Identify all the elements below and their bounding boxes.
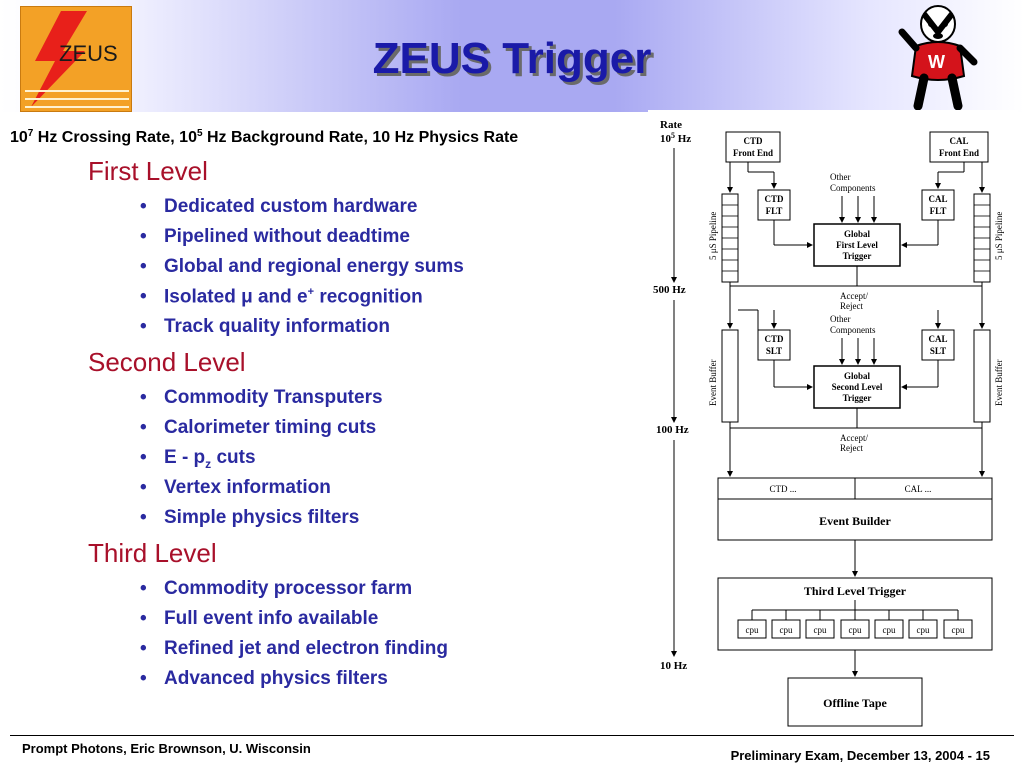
svg-text:cpu: cpu [917, 625, 930, 635]
rate-10hz: 10 Hz [660, 660, 687, 672]
svg-text:Second Level: Second Level [832, 382, 883, 392]
rate-100hz: 100 Hz [656, 424, 689, 436]
rate-label: Rate [660, 119, 682, 131]
cpu-box [874, 619, 904, 639]
cpu-box [908, 619, 938, 639]
svg-text:CAL: CAL [928, 194, 947, 204]
svg-text:Offline Tape: Offline Tape [823, 696, 887, 710]
svg-text:Front End: Front End [939, 148, 979, 158]
svg-text:CTD: CTD [764, 194, 784, 204]
svg-text:W: W [928, 52, 945, 72]
zeus-logo: ZEUS [20, 6, 132, 112]
cpu-box [737, 619, 767, 639]
lightning-bolt-icon [25, 11, 129, 108]
svg-text:Trigger: Trigger [843, 393, 872, 403]
svg-text:Third Level Trigger: Third Level Trigger [804, 584, 907, 598]
rate-top-label: 105 Hz [660, 131, 691, 145]
ctd-flt-box [757, 189, 791, 221]
svg-text:Front End: Front End [733, 148, 773, 158]
rates-subtitle: 107 Hz Crossing Rate, 105 Hz Background … [10, 128, 519, 146]
cpu-box [840, 619, 870, 639]
bullet-item: •Isolated μ and e+ recognition [140, 286, 423, 308]
svg-text:Global: Global [844, 371, 871, 381]
bullet-item: •Pipelined without deadtime [140, 226, 410, 247]
other-components-2: Components [830, 183, 876, 193]
cal-flt-box [921, 189, 955, 221]
svg-text:FLT: FLT [766, 206, 783, 216]
svg-text:First Level: First Level [836, 240, 878, 250]
svg-text:Other: Other [830, 314, 851, 324]
trigger-diagram: Rate 105 Hz 500 Hz 100 Hz 10 Hz CTD Fron… [648, 110, 1018, 735]
badger-mascot-icon: W [898, 5, 978, 110]
event-buffer-label-right: Event Buffer [994, 359, 1004, 406]
svg-text:cpu: cpu [780, 625, 793, 635]
svg-text:Components: Components [830, 325, 876, 335]
header-band [0, 0, 1024, 112]
bullet-item: •Simple physics filters [140, 507, 360, 528]
bullet-item: •Global and regional energy sums [140, 256, 464, 277]
ctd-event-buffer [721, 329, 739, 423]
first-level-heading: First Level [88, 156, 208, 186]
svg-text:SLT: SLT [930, 346, 946, 356]
rate-500hz: 500 Hz [653, 284, 686, 296]
svg-text:CTD: CTD [743, 136, 763, 146]
pipeline-label-left: 5 μS Pipeline [708, 212, 718, 260]
bullet-item: •Calorimeter timing cuts [140, 417, 377, 438]
cpu-box [943, 619, 973, 639]
footer-author: Prompt Photons, Eric Brownson, U. Wiscon… [22, 741, 311, 756]
svg-text:CAL ...: CAL ... [905, 484, 932, 494]
third-level-heading: Third Level [88, 538, 217, 568]
svg-text:SLT: SLT [766, 346, 782, 356]
svg-text:Reject: Reject [840, 301, 863, 311]
svg-text:FLT: FLT [930, 206, 947, 216]
svg-text:CTD: CTD [764, 334, 784, 344]
zeus-logo-text: ZEUS [59, 41, 118, 66]
svg-text:Trigger: Trigger [843, 251, 872, 261]
bullet-item: •Commodity processor farm [140, 578, 413, 599]
svg-text:CAL: CAL [949, 136, 968, 146]
cpu-box [771, 619, 801, 639]
bullet-item: •Full event info available [140, 608, 379, 629]
svg-text:CAL: CAL [928, 334, 947, 344]
svg-text:cpu: cpu [883, 625, 896, 635]
cal-event-buffer [973, 329, 991, 423]
svg-text:cpu: cpu [746, 625, 759, 635]
svg-text:Accept/: Accept/ [840, 433, 868, 443]
offline-tape-box [787, 677, 923, 727]
bullet-item: •Advanced physics filters [140, 668, 388, 689]
ctd-front-end-box [725, 131, 781, 163]
footer-event-page: Preliminary Exam, December 13, 2004 - 15 [730, 748, 990, 763]
pipeline-label-right: 5 μS Pipeline [994, 212, 1004, 260]
svg-text:cpu: cpu [849, 625, 862, 635]
slide-title: ZEUS Trigger [372, 34, 652, 83]
bullet-item: •Dedicated custom hardware [140, 196, 418, 217]
cpu-box [805, 619, 835, 639]
event-buffer-label-left: Event Buffer [708, 359, 718, 406]
svg-text:CTD ...: CTD ... [770, 484, 797, 494]
second-level-heading: Second Level [88, 347, 246, 377]
bullet-item: •E - pz cuts [140, 447, 256, 471]
svg-text:cpu: cpu [814, 625, 827, 635]
svg-text:Event Builder: Event Builder [819, 514, 891, 528]
bullet-item: •Track quality information [140, 316, 390, 337]
cal-front-end-box [929, 131, 989, 163]
cal-slt-box [921, 329, 955, 361]
svg-text:Reject: Reject [840, 443, 863, 453]
bullet-item: •Refined jet and electron finding [140, 638, 448, 659]
svg-text:Global: Global [844, 229, 871, 239]
other-components-1: Other [830, 172, 851, 182]
cpu-farm: cpu cpu cpu cpu cpu cpu cpu [737, 619, 973, 639]
bullet-item: •Commodity Transputers [140, 387, 383, 408]
svg-text:cpu: cpu [952, 625, 965, 635]
footer-divider [10, 735, 1014, 736]
bullet-item: •Vertex information [140, 477, 331, 498]
svg-text:Accept/: Accept/ [840, 291, 868, 301]
